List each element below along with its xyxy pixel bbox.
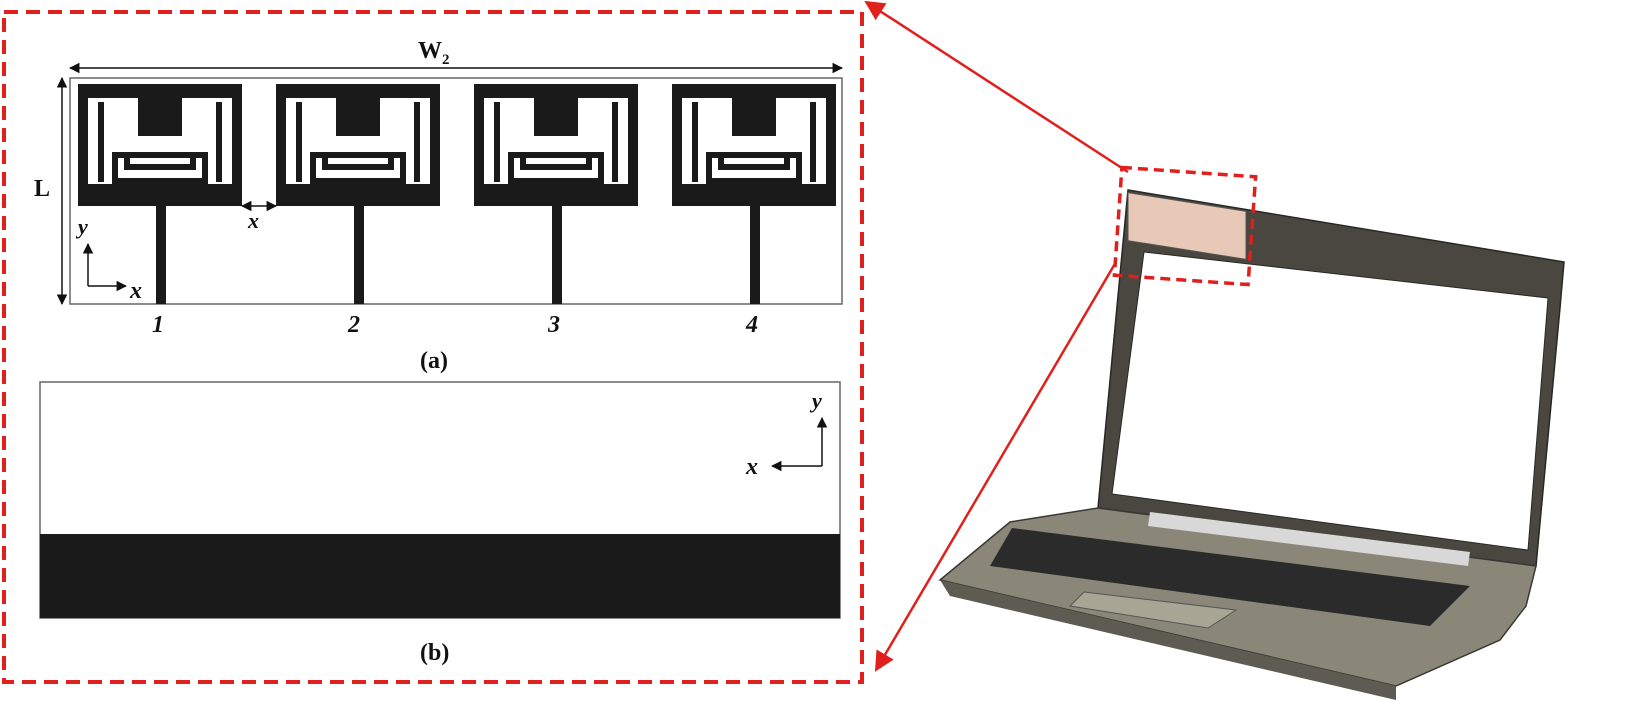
length-label: L <box>34 176 50 202</box>
laptop-keyboard <box>990 528 1470 626</box>
antenna-array-highlight <box>1127 192 1247 260</box>
laptop-screen <box>1111 251 1549 551</box>
panel-a-front-view: W2 L x y x 1 2 3 4 (a) <box>34 38 844 374</box>
port-label-1: 1 <box>152 312 164 338</box>
port-label-3: 3 <box>547 312 560 338</box>
port-label-2: 2 <box>347 312 360 338</box>
laptop-base-edge <box>940 580 1396 700</box>
gap-label: x <box>247 208 259 233</box>
laptop-hinge <box>1148 512 1470 566</box>
laptop-antenna-callout <box>1112 165 1258 287</box>
ground-plane <box>40 534 840 618</box>
axes-indicator-front: y x <box>75 214 142 304</box>
width-label: W2 <box>418 38 450 68</box>
laptop-touchpad <box>1068 591 1238 629</box>
caption-a: (a) <box>420 348 448 374</box>
callout-arrow-top <box>864 0 1129 174</box>
caption-b: (b) <box>420 640 449 666</box>
callout-arrow-bottom <box>874 261 1118 672</box>
axis-x-label-back: x <box>745 454 758 480</box>
laptop-illustration <box>938 189 1565 700</box>
callout-frame <box>2 10 864 684</box>
port-label-4: 4 <box>745 312 758 338</box>
panel-b-back-view: y x (b) <box>39 381 841 666</box>
axes-indicator-back: y x <box>745 388 828 480</box>
axis-y-label-back: y <box>809 388 822 413</box>
axis-x-label: x <box>129 278 142 304</box>
axis-y-label: y <box>75 214 88 239</box>
